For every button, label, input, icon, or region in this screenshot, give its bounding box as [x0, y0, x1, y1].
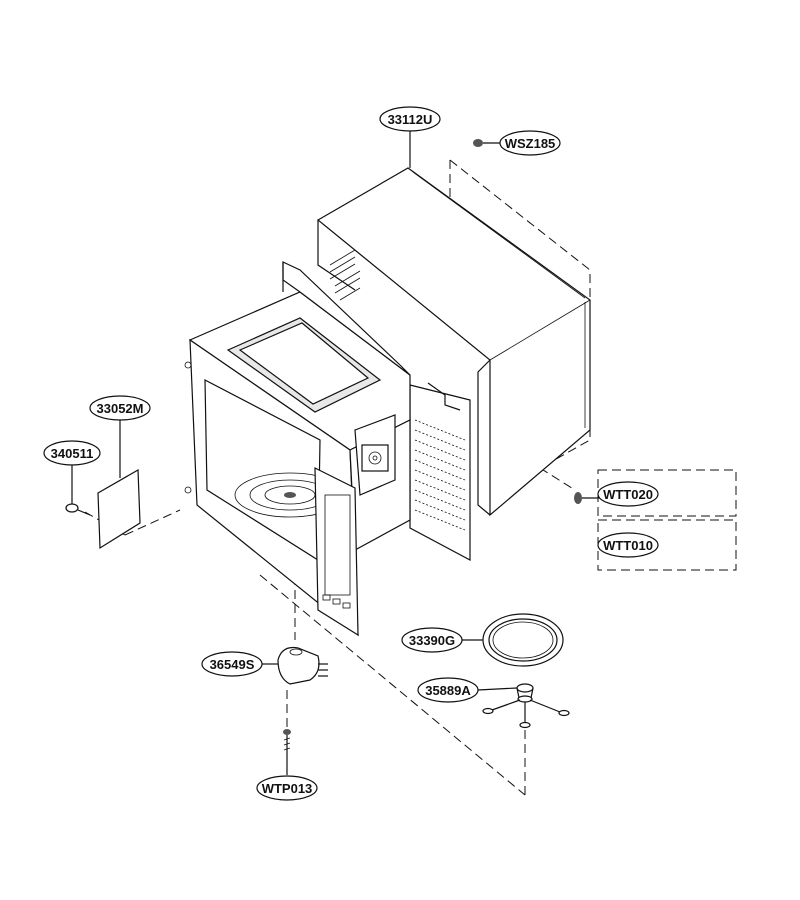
callout-screw-side-a: WTT020 [597, 481, 659, 507]
rear-vents [329, 249, 361, 301]
callout-screw-motor: WTP013 [256, 775, 318, 801]
callout-plug: 340511 [43, 440, 101, 466]
guide-lines [84, 159, 591, 796]
turntable-motor [262, 646, 328, 685]
label-cover-plate: 33052M [97, 401, 144, 416]
latch-holes [322, 594, 351, 609]
side-screw-group [574, 469, 737, 571]
callout-cover-plate: 33052M [89, 395, 151, 421]
glass-tray [462, 613, 564, 667]
plug-part [65, 465, 91, 516]
label-motor: 36549S [210, 657, 255, 672]
label-screw-motor: WTP013 [262, 781, 313, 796]
label-roller-guide: 35889A [425, 683, 471, 698]
callout-motor: 36549S [201, 651, 263, 677]
screw-top [473, 139, 500, 147]
label-tray: 33390G [409, 633, 455, 648]
perforation-grid [414, 419, 466, 531]
cover-plate [97, 420, 141, 550]
label-screw-side-a: WTT020 [603, 487, 653, 502]
control-panel-back [409, 382, 471, 561]
callout-screw-top: WSZ185 [499, 130, 561, 156]
outer-enclosure [316, 112, 591, 517]
screw-motor [283, 729, 291, 775]
magnetron [354, 414, 396, 496]
callout-screw-side-b: WTT010 [597, 532, 659, 558]
callout-tray: 33390G [401, 627, 463, 653]
label-screw-top: WSZ185 [505, 136, 556, 151]
roller-guide [477, 683, 570, 729]
label-plug: 340511 [51, 446, 94, 461]
label-enclosure: 33112U [388, 112, 433, 127]
callout-enclosure: 33112U [379, 106, 441, 132]
oven-cavity [184, 261, 411, 637]
callout-roller-guide: 35889A [417, 677, 479, 703]
label-screw-side-b: WTT010 [603, 538, 653, 553]
